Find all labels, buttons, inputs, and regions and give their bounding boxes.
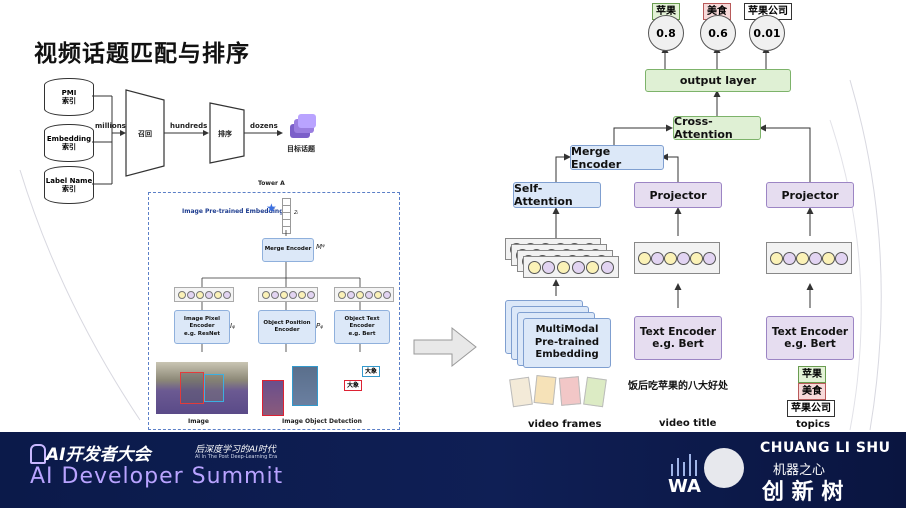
target-label: 目标话题 (287, 145, 315, 153)
page-title: 视频话题匹配与排序 (34, 41, 250, 67)
star-icon: ★ (266, 201, 277, 215)
merge-encoder: Merge Encoder (570, 145, 664, 171)
caption-video-title: video title (659, 418, 717, 429)
topic-tag-apple: 苹果 (798, 366, 826, 383)
right-arrows (552, 46, 814, 308)
db-labelname: Label Name 索引 (44, 166, 94, 204)
multimodal-embedding: MultiModal Pre-trained Embedding (523, 318, 611, 368)
left-arrows (92, 89, 283, 185)
caption-topics: topics (796, 419, 831, 430)
stage-recall: 召回 (138, 130, 152, 138)
summit-logo-icon (30, 444, 46, 464)
text-encoder-title: Text Encoder e.g. Bert (634, 316, 722, 360)
edge-millions: millions (95, 122, 126, 130)
output-layer: output layer (645, 69, 791, 92)
position-symbol: Pᵩ (316, 322, 324, 330)
topic-tag-apple-inc: 苹果公司 (787, 400, 835, 417)
pretrained-label: Image Pre-trained Embedding (182, 208, 284, 215)
transition-arrow-icon (413, 326, 477, 368)
frame-token-row-4 (523, 256, 619, 278)
target-icon (290, 114, 316, 138)
tower-a-frame (148, 192, 400, 430)
object-text-encoder: Object Text Encoder e.g. Bert (334, 310, 390, 344)
db-pmi: PMI 索引 (44, 78, 94, 116)
tower-token-row-2 (258, 287, 318, 302)
edge-dozens: dozens (250, 122, 278, 130)
footer-brand-cs: CHUANG LI SHU (760, 440, 891, 456)
score-apple-inc: 0.01 (749, 15, 785, 51)
db-embedding: Embedding 索引 (44, 124, 94, 162)
waic-logo-icon (671, 448, 744, 488)
video-frame-thumb-2 (533, 375, 557, 405)
pixel-symbol: Iᵩ (230, 322, 235, 330)
edge-hundreds: hundreds (170, 122, 208, 130)
detection-crop-1 (262, 380, 284, 416)
footer-logo-cn: AI开发者大会 (46, 445, 151, 465)
db-labelname-label: Label Name 索引 (45, 176, 93, 193)
projector-topics: Projector (766, 182, 854, 208)
elephant-box-blue (204, 374, 224, 402)
z-symbol: zᵢ (294, 209, 299, 216)
tower-token-row-1 (174, 287, 234, 302)
object-tag-1: 大象 (362, 366, 381, 377)
footer-tagline-en: AI In The Post Deep-Learning Era (195, 454, 278, 460)
caption-video-frames: video frames (528, 419, 602, 430)
topic-tag-food: 美食 (798, 383, 826, 400)
stage-rank: 排序 (218, 130, 232, 138)
video-frame-thumb-3 (558, 376, 582, 406)
object-position-encoder: Object Position Encoder (258, 310, 316, 344)
merge-symbol: Mᵠ (316, 243, 325, 251)
decorative-lines (19, 79, 882, 431)
image-lavender-photo (156, 362, 248, 414)
cross-attention: Cross-Attention (673, 115, 761, 141)
caption-detection: Image Object Detection (282, 418, 362, 425)
score-food: 0.6 (700, 15, 736, 51)
self-attention: Self-Attention (513, 182, 601, 208)
tower-token-row-3 (334, 287, 394, 302)
db-embedding-label: Embedding 索引 (46, 134, 92, 151)
footer-brand-cls: 创 新 树 (762, 480, 844, 505)
detection-crop-2 (292, 366, 318, 406)
db-pmi-label: PMI 索引 (61, 88, 77, 105)
embedding-vector (282, 198, 291, 234)
footer-brand-jq: 机器之心 (773, 463, 826, 478)
footer-summit: AI Developer Summit (30, 464, 284, 489)
topic-token-row (766, 242, 852, 274)
score-apple: 0.8 (648, 15, 684, 51)
tower-merge-encoder: Merge Encoder (262, 238, 314, 262)
video-title-text: 饭后吃苹果的八大好处 (628, 381, 728, 392)
image-pixel-encoder: Image Pixel Encoder e.g. ResNet (174, 310, 230, 344)
elephant-box-red (180, 372, 204, 404)
video-frame-thumb-4 (583, 376, 607, 408)
footer-brand-wa: WA (668, 476, 701, 497)
footer-tagline-cn: 后深度学习的AI时代 (195, 445, 276, 455)
projector-title: Projector (634, 182, 722, 208)
object-tag-2: 大象 (344, 380, 363, 391)
video-frame-thumb-1 (509, 376, 533, 408)
footer-banner: AI开发者大会 后深度学习的AI时代 AI In The Post Deep-L… (0, 432, 906, 508)
text-encoder-topics: Text Encoder e.g. Bert (766, 316, 854, 360)
caption-image: Image (188, 418, 209, 425)
tower-a-label: Tower A (258, 180, 285, 187)
title-token-row (634, 242, 720, 274)
